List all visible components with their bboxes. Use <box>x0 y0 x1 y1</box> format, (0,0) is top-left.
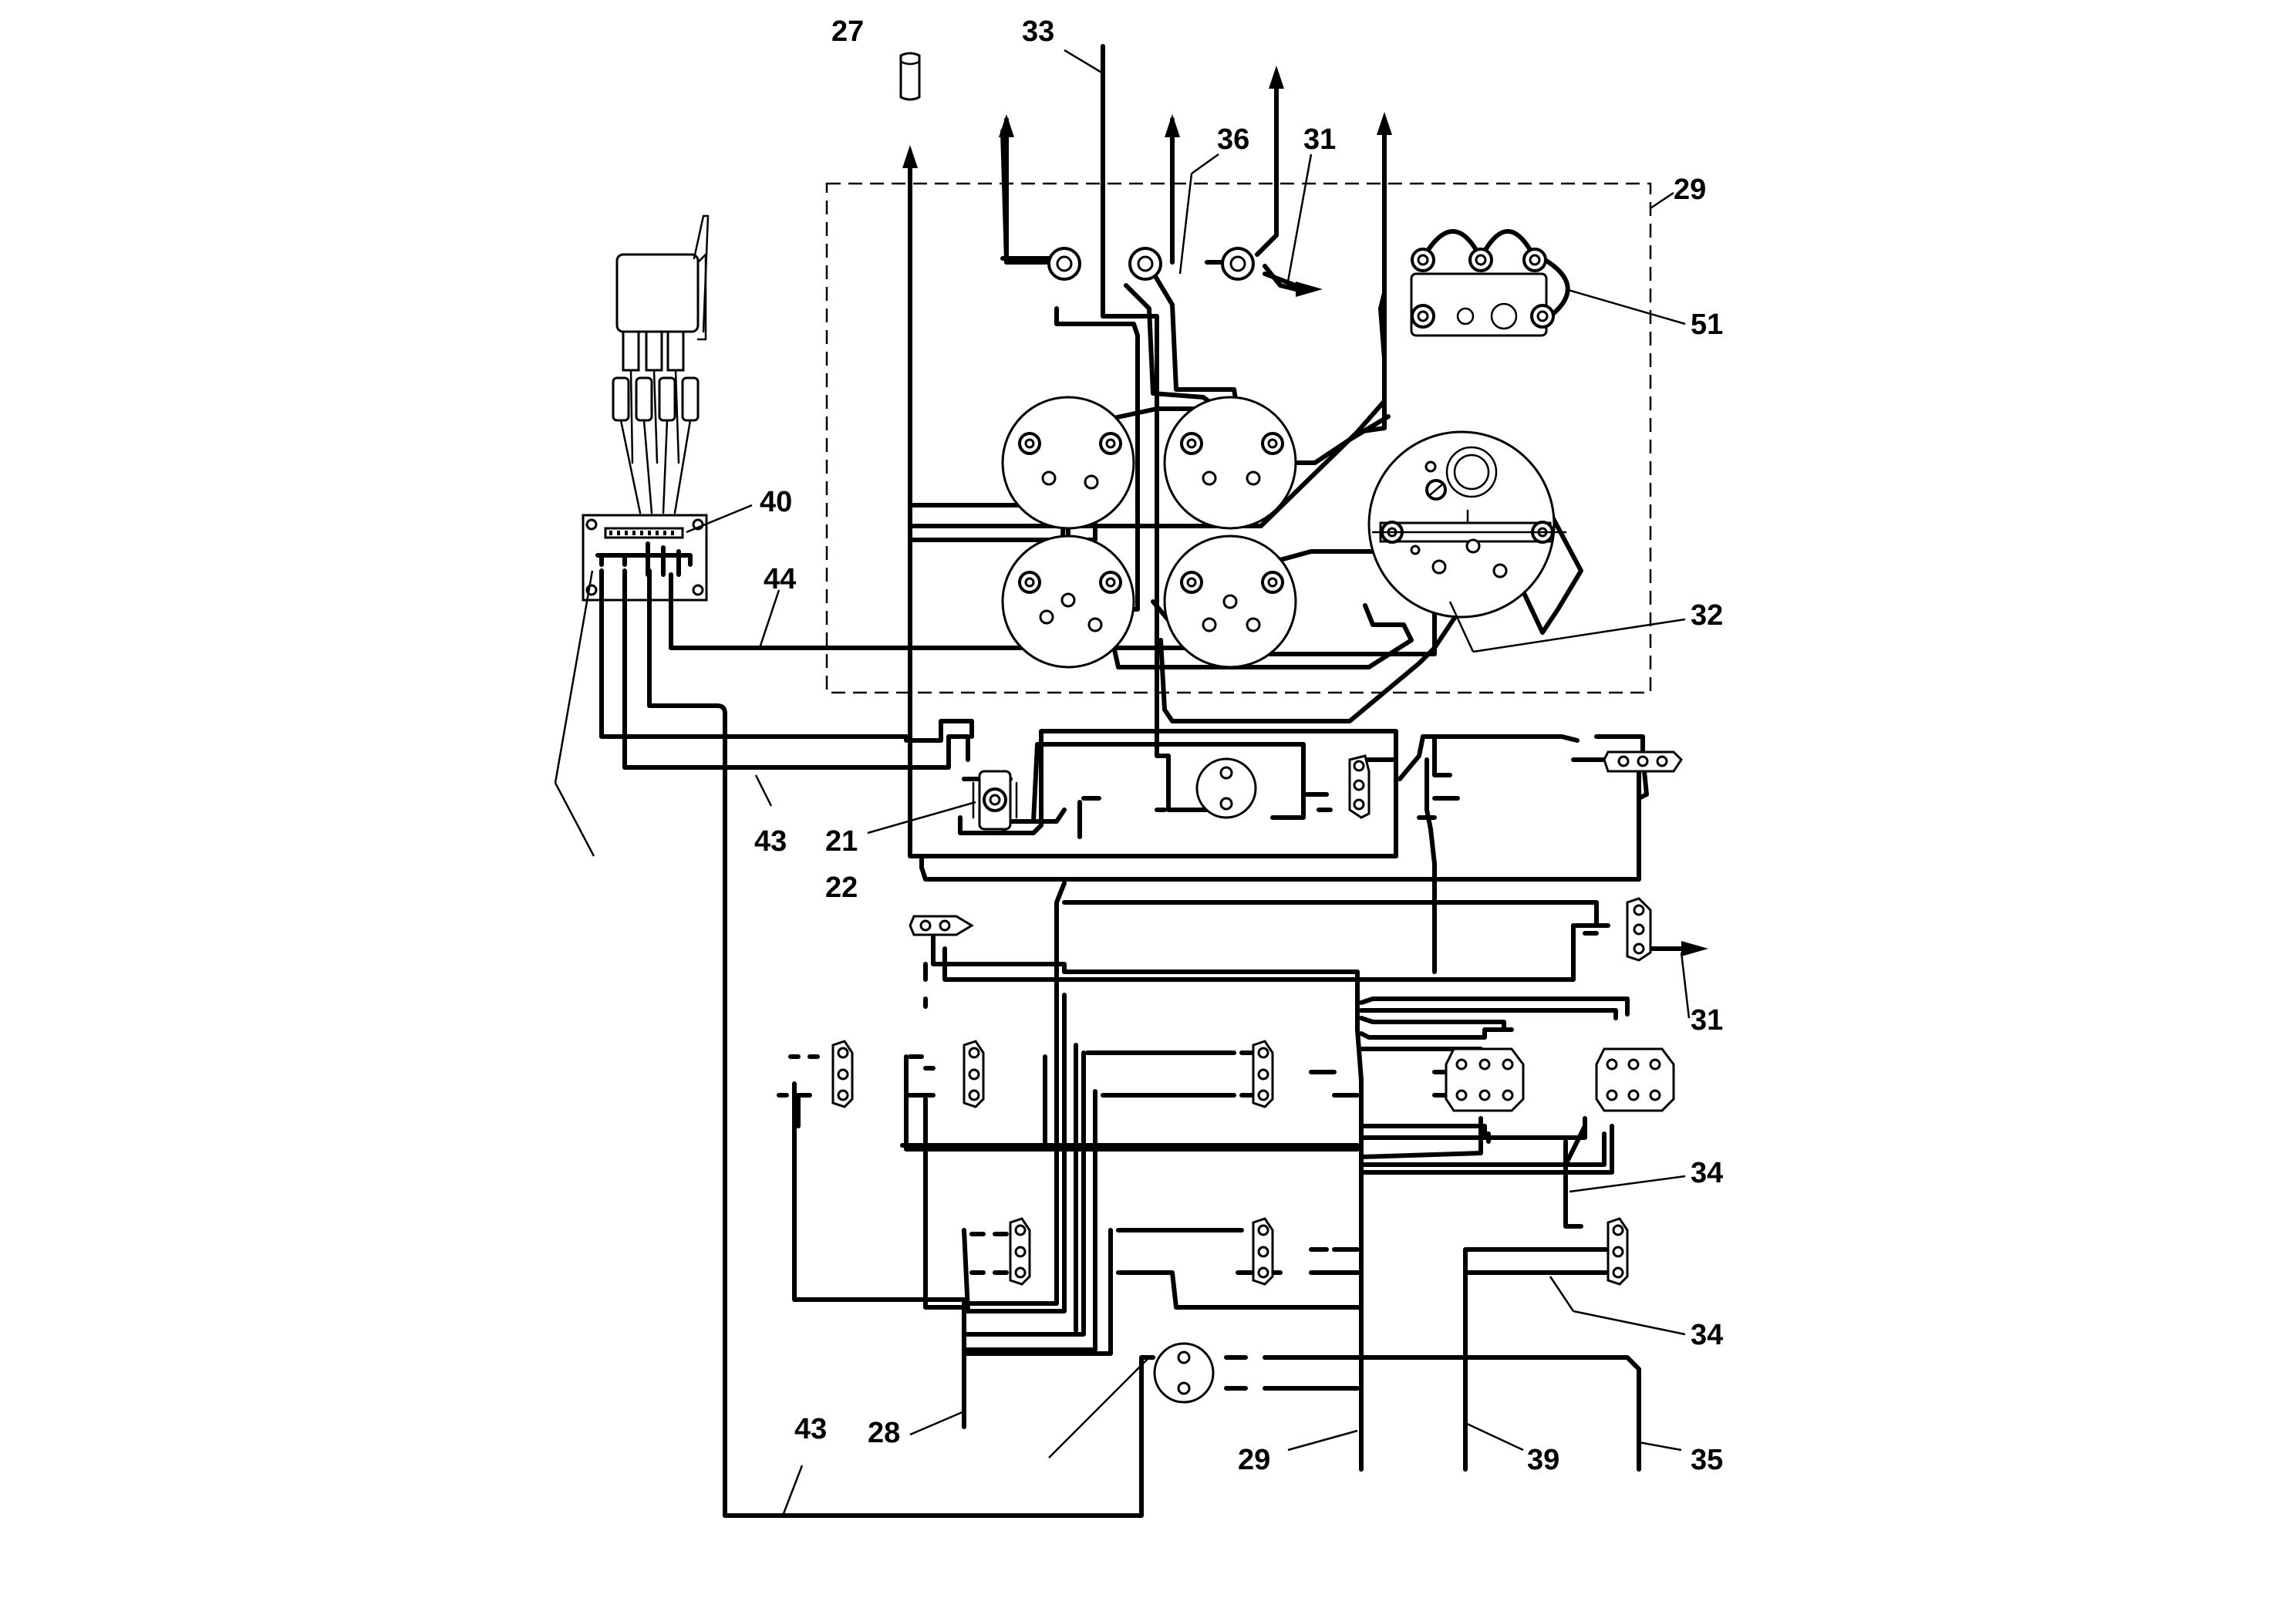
callout-43-bottom: 43 <box>794 1413 827 1445</box>
gauge-top-right <box>1163 396 1297 530</box>
plug-row1-b <box>963 1040 985 1108</box>
callout-43-mid: 43 <box>754 825 787 858</box>
plug-small-left <box>909 915 974 936</box>
callout-29-top: 29 <box>1674 174 1706 206</box>
plug-near-switch <box>1348 754 1371 819</box>
plug-row1-c <box>1252 1040 1274 1108</box>
switch-21 <box>972 770 1018 831</box>
callout-28: 28 <box>868 1417 900 1449</box>
callout-51: 51 <box>1691 309 1723 341</box>
callout-29-bottom: 29 <box>1238 1444 1270 1476</box>
instrument-panel-boundary <box>825 182 1652 694</box>
plug-row2-b <box>1252 1217 1274 1286</box>
plug-right-31 <box>1626 897 1652 962</box>
callout-34-lower: 34 <box>1691 1319 1723 1351</box>
plug-row2-right-34 <box>1607 1217 1629 1286</box>
callout-22: 22 <box>825 872 858 904</box>
wire-direction-arrows <box>902 66 1708 956</box>
plug-connectors <box>831 750 1683 1404</box>
gauge-bottom-left <box>1001 534 1135 669</box>
callout-31-top: 31 <box>1303 123 1336 156</box>
callout-34-upper: 34 <box>1691 1157 1723 1189</box>
plug-six-pin-right <box>1595 1047 1675 1112</box>
callout-31-right: 31 <box>1691 1004 1723 1037</box>
plug-six-pin-left <box>1445 1047 1525 1112</box>
callout-labels: 27 33 36 31 29 51 40 44 32 43 21 22 31 3… <box>754 15 1723 1476</box>
callout-35: 35 <box>1691 1444 1723 1476</box>
callout-36: 36 <box>1217 123 1249 156</box>
connector-51 <box>1410 229 1570 337</box>
callout-27: 27 <box>831 15 864 48</box>
leader-lines <box>554 49 1691 1516</box>
relay-assembly <box>612 214 710 514</box>
callout-21: 21 <box>825 825 858 858</box>
callout-40: 40 <box>760 486 792 518</box>
fuse-27 <box>899 52 921 101</box>
round-connector-bottom <box>1153 1342 1215 1404</box>
round-connector-center <box>1195 757 1257 819</box>
plug-row2-a <box>1009 1217 1031 1286</box>
callout-32: 32 <box>1691 599 1723 632</box>
plug-top-right <box>1603 750 1683 773</box>
callout-33: 33 <box>1022 15 1054 48</box>
terminal-board <box>582 514 708 602</box>
callout-39: 39 <box>1527 1444 1559 1476</box>
gauge-top-left <box>1001 396 1135 530</box>
gauge-bottom-right <box>1163 534 1297 669</box>
callout-44: 44 <box>764 563 796 595</box>
gauge-32 <box>1367 430 1567 619</box>
plug-row1-a <box>831 1040 854 1108</box>
panel-top-connectors <box>1047 247 1255 281</box>
